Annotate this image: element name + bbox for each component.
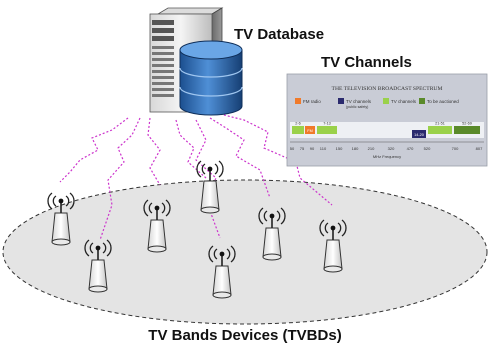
- band-label-fm: FM: [307, 129, 312, 133]
- wireless-links: [59, 113, 333, 241]
- band-label-21-51: 21-51: [435, 122, 445, 126]
- link-3: [147, 117, 161, 186]
- tick-470: 470: [407, 146, 414, 151]
- spectrum-axis-label: MHz Frequency: [373, 154, 401, 159]
- legend-label-public-safety: TV channels: [346, 99, 372, 104]
- band-21-51: [428, 126, 452, 134]
- legend-label-fm: FM radio: [303, 99, 321, 104]
- band-14-20: [412, 130, 426, 138]
- devices-label: TV Bands Devices (TVBDs): [148, 327, 341, 344]
- band-label-7-13: 7-13: [323, 122, 331, 126]
- link-4: [175, 119, 207, 179]
- legend-swatch-public-safety: [338, 98, 344, 104]
- database-label: TV Database: [234, 26, 324, 43]
- database-cylinder-icon: [179, 40, 243, 116]
- tick-210: 210: [368, 146, 375, 151]
- legend-sublabel-public-safety: (public safety): [346, 105, 368, 109]
- legend-label-tv: TV channels: [391, 99, 417, 104]
- band-52-69: [454, 126, 480, 134]
- device-area-ellipse: [2, 179, 488, 325]
- band-label-14-20: 14-20: [414, 133, 424, 137]
- band-label-2-6: 2-6: [295, 122, 301, 126]
- legend-label-auction-text: To be auctioned: [427, 99, 459, 104]
- legend-swatch-auction: [419, 98, 425, 104]
- tick-110: 110: [320, 146, 327, 151]
- tick-150: 150: [336, 146, 343, 151]
- link-1: [59, 117, 129, 183]
- link-6: [209, 117, 271, 199]
- tick-520: 520: [424, 146, 431, 151]
- band-label-52-69: 52-69: [462, 122, 472, 126]
- spectrum-ticks: 50 75 90 110 150 180 210 320 470 520 700…: [290, 146, 483, 151]
- tick-50: 50: [290, 146, 295, 151]
- band-2-6: [292, 126, 304, 134]
- link-2: [99, 117, 141, 241]
- tick-180: 180: [352, 146, 359, 151]
- spectrum-chart-panel: [286, 73, 488, 167]
- tick-90: 90: [310, 146, 315, 151]
- tick-700: 700: [452, 146, 459, 151]
- tick-807: 807: [476, 146, 483, 151]
- tick-75: 75: [300, 146, 305, 151]
- spectrum-chart: THE TELEVISION BROADCAST SPECTRUM FM rad…: [286, 73, 488, 167]
- legend-swatch-fm: [295, 98, 301, 104]
- channels-label: TV Channels: [321, 54, 412, 71]
- spectrum-chart-title: THE TELEVISION BROADCAST SPECTRUM: [332, 86, 443, 92]
- band-7-13: [317, 126, 337, 134]
- link-7: [219, 113, 333, 206]
- tick-320: 320: [388, 146, 395, 151]
- legend-label-auction: To be auctioned: [427, 99, 459, 104]
- band-fm: [305, 126, 315, 134]
- legend-swatch-tv: [383, 98, 389, 104]
